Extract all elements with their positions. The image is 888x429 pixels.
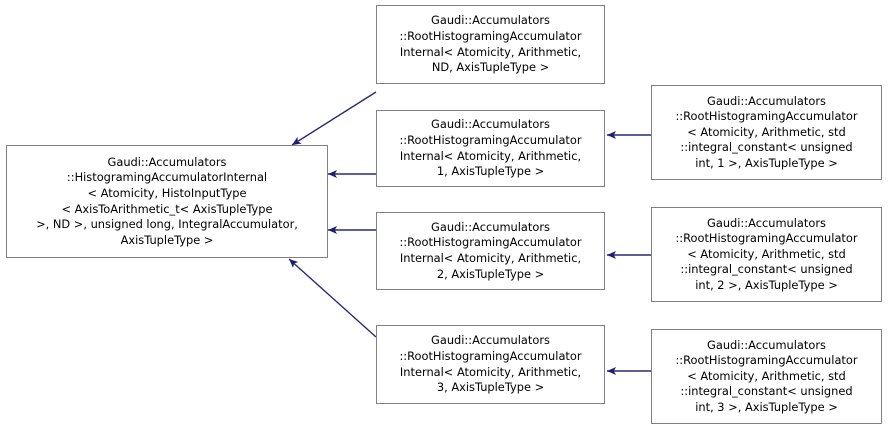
class-node-root-histograming-accumulator-integral-constant-2[interactable]: Gaudi::Accumulators ::RootHistogramingAc…	[651, 207, 882, 302]
class-node-root-histograming-accumulator-internal-2[interactable]: Gaudi::Accumulators ::RootHistogramingAc…	[376, 212, 605, 290]
class-node-label: Gaudi::Accumulators ::RootHistogramingAc…	[399, 13, 582, 75]
class-node-histograming-accumulator-internal[interactable]: Gaudi::Accumulators ::HistogramingAccumu…	[6, 145, 328, 258]
edge-mid-nd-to-base	[291, 91, 377, 146]
class-node-root-histograming-accumulator-integral-constant-3[interactable]: Gaudi::Accumulators ::RootHistogramingAc…	[651, 329, 882, 424]
class-node-root-histograming-accumulator-internal-3[interactable]: Gaudi::Accumulators ::RootHistogramingAc…	[376, 325, 605, 404]
class-node-root-histograming-accumulator-internal-nd[interactable]: Gaudi::Accumulators ::RootHistogramingAc…	[376, 5, 605, 84]
class-node-label: Gaudi::Accumulators ::RootHistogramingAc…	[675, 215, 858, 292]
class-node-label: Gaudi::Accumulators ::RootHistogramingAc…	[399, 117, 582, 179]
class-node-label: Gaudi::Accumulators ::HistogramingAccumu…	[36, 154, 298, 247]
class-node-root-histograming-accumulator-internal-1[interactable]: Gaudi::Accumulators ::RootHistogramingAc…	[376, 110, 605, 187]
class-node-label: Gaudi::Accumulators ::RootHistogramingAc…	[399, 219, 582, 281]
class-node-label: Gaudi::Accumulators ::RootHistogramingAc…	[399, 333, 582, 395]
class-node-root-histograming-accumulator-integral-constant-1[interactable]: Gaudi::Accumulators ::RootHistogramingAc…	[651, 85, 882, 180]
class-node-label: Gaudi::Accumulators ::RootHistogramingAc…	[675, 93, 858, 170]
edge-mid-3-to-base	[288, 258, 377, 338]
class-node-label: Gaudi::Accumulators ::RootHistogramingAc…	[675, 337, 858, 414]
